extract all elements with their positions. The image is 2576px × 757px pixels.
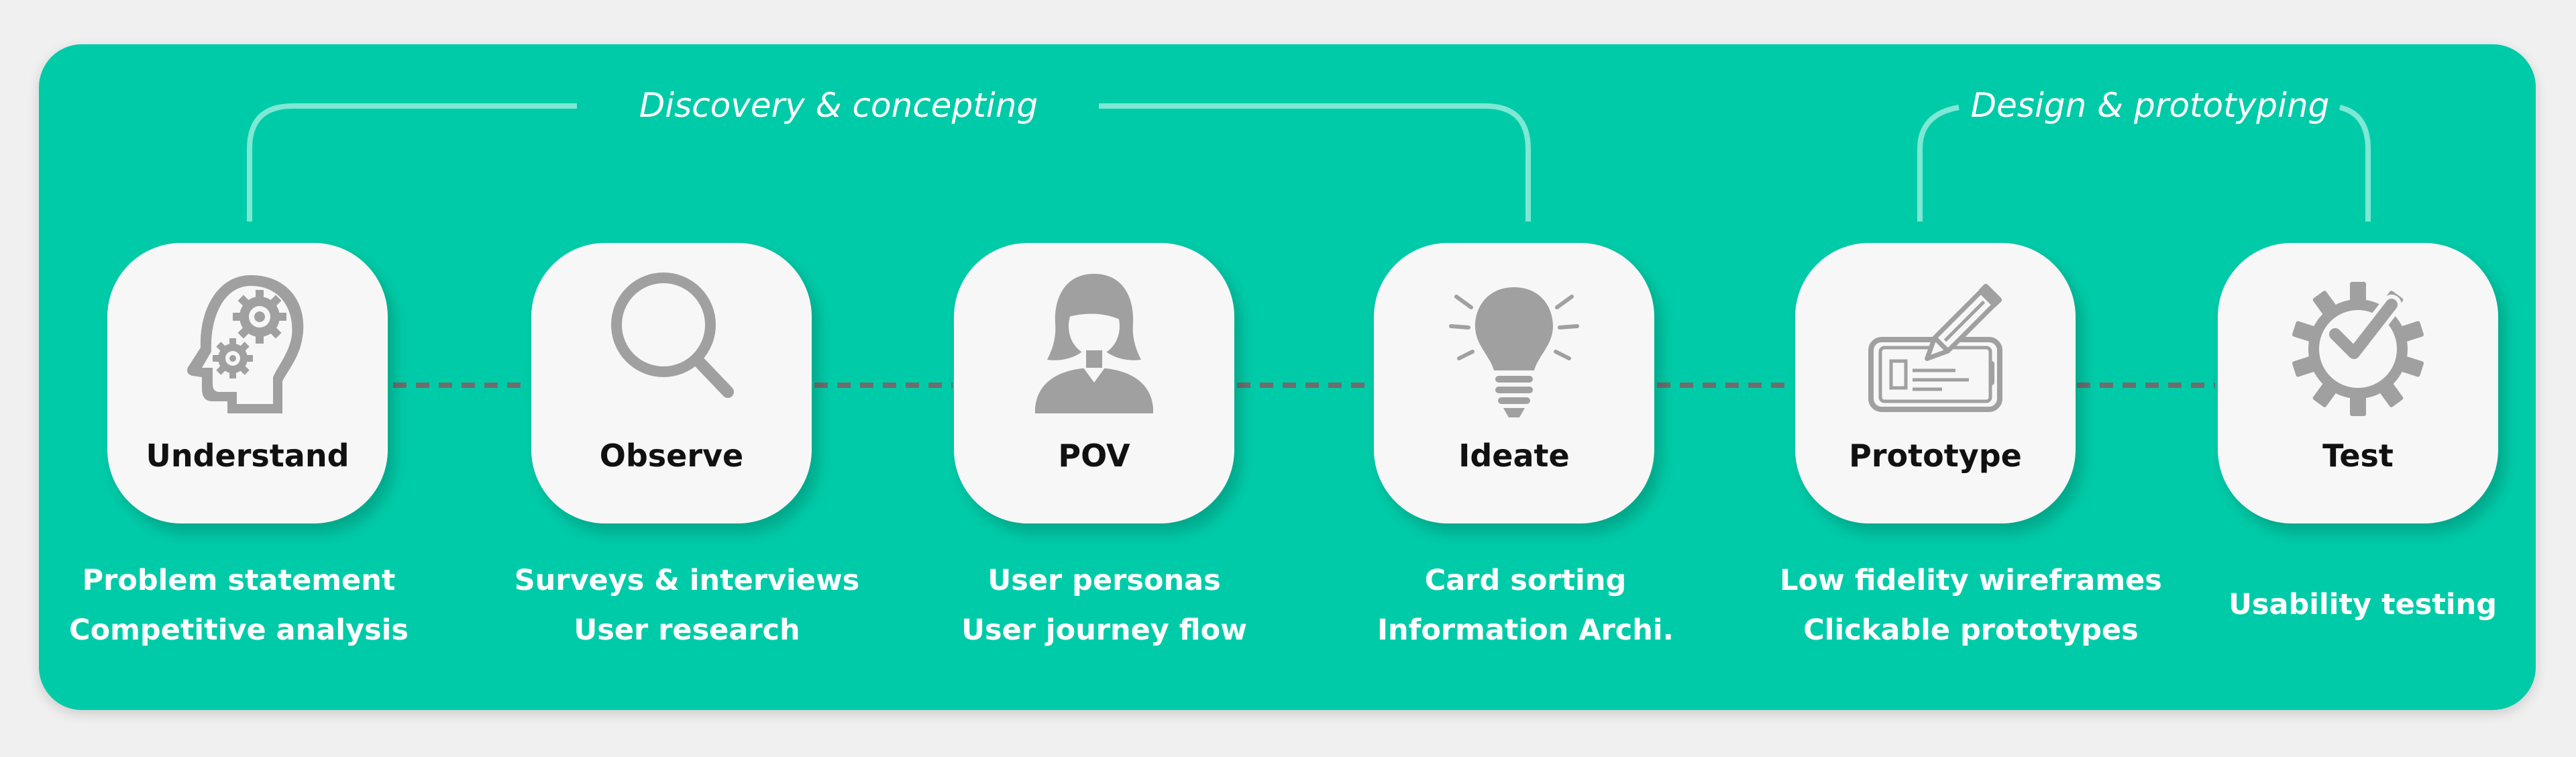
activities-ideate: Card sorting Information Archi. [1318,556,1733,655]
step-card-observe: Observe [531,243,812,523]
activity-item: Usability testing [2228,588,2498,621]
step-card-ideate: Ideate [1374,243,1654,523]
lightbulb-icon [1449,287,1579,417]
step-title-observe: Observe [599,438,744,474]
activity-item: Clickable prototypes [1803,613,2139,647]
step-title-prototype: Prototype [1849,438,2022,474]
phase-bracket-design [1917,105,1960,221]
phase-label-discovery: Discovery & concepting [639,86,1038,125]
persona-icon [1035,274,1153,413]
step-title-understand: Understand [146,438,350,474]
activity-item: Card sorting [1424,564,1627,597]
activity-item: Information Archi. [1377,613,1674,647]
tablet-pen-icon [1868,283,2002,412]
activity-item: User personas [987,564,1221,597]
phase-bracket-discovery [247,103,577,221]
activities-understand: Problem statement Competitive analysis [31,556,447,655]
activities-prototype: Low fidelity wireframes Clickable protot… [1763,556,2179,655]
gear-check-icon [2292,282,2424,416]
step-card-pov: POV [954,243,1234,523]
activity-item: Problem statement [82,564,396,597]
phase-label-design: Design & prototyping [1970,86,2330,125]
activities-test: Usability testing [2155,580,2571,629]
activity-item: User journey flow [961,613,1247,647]
activity-item: Surveys & interviews [514,564,860,597]
step-title-pov: POV [1058,438,1130,474]
activity-item: User research [574,613,800,647]
phase-bracket-discovery-right [1099,103,1531,221]
step-title-ideate: Ideate [1458,438,1570,474]
step-card-prototype: Prototype [1795,243,2076,523]
phase-bracket-design-right [2339,105,2371,221]
activity-item: Low fidelity wireframes [1780,564,2162,597]
step-card-understand: Understand [107,243,388,523]
magnifier-icon [611,272,734,398]
activities-observe: Surveys & interviews User research [479,556,895,655]
process-panel [39,44,2536,710]
step-title-test: Test [2322,438,2394,474]
step-card-test: Test [2218,243,2498,523]
activities-pov: User personas User journey flow [896,556,1312,655]
head-gears-icon [187,275,304,413]
activity-item: Competitive analysis [69,613,409,647]
